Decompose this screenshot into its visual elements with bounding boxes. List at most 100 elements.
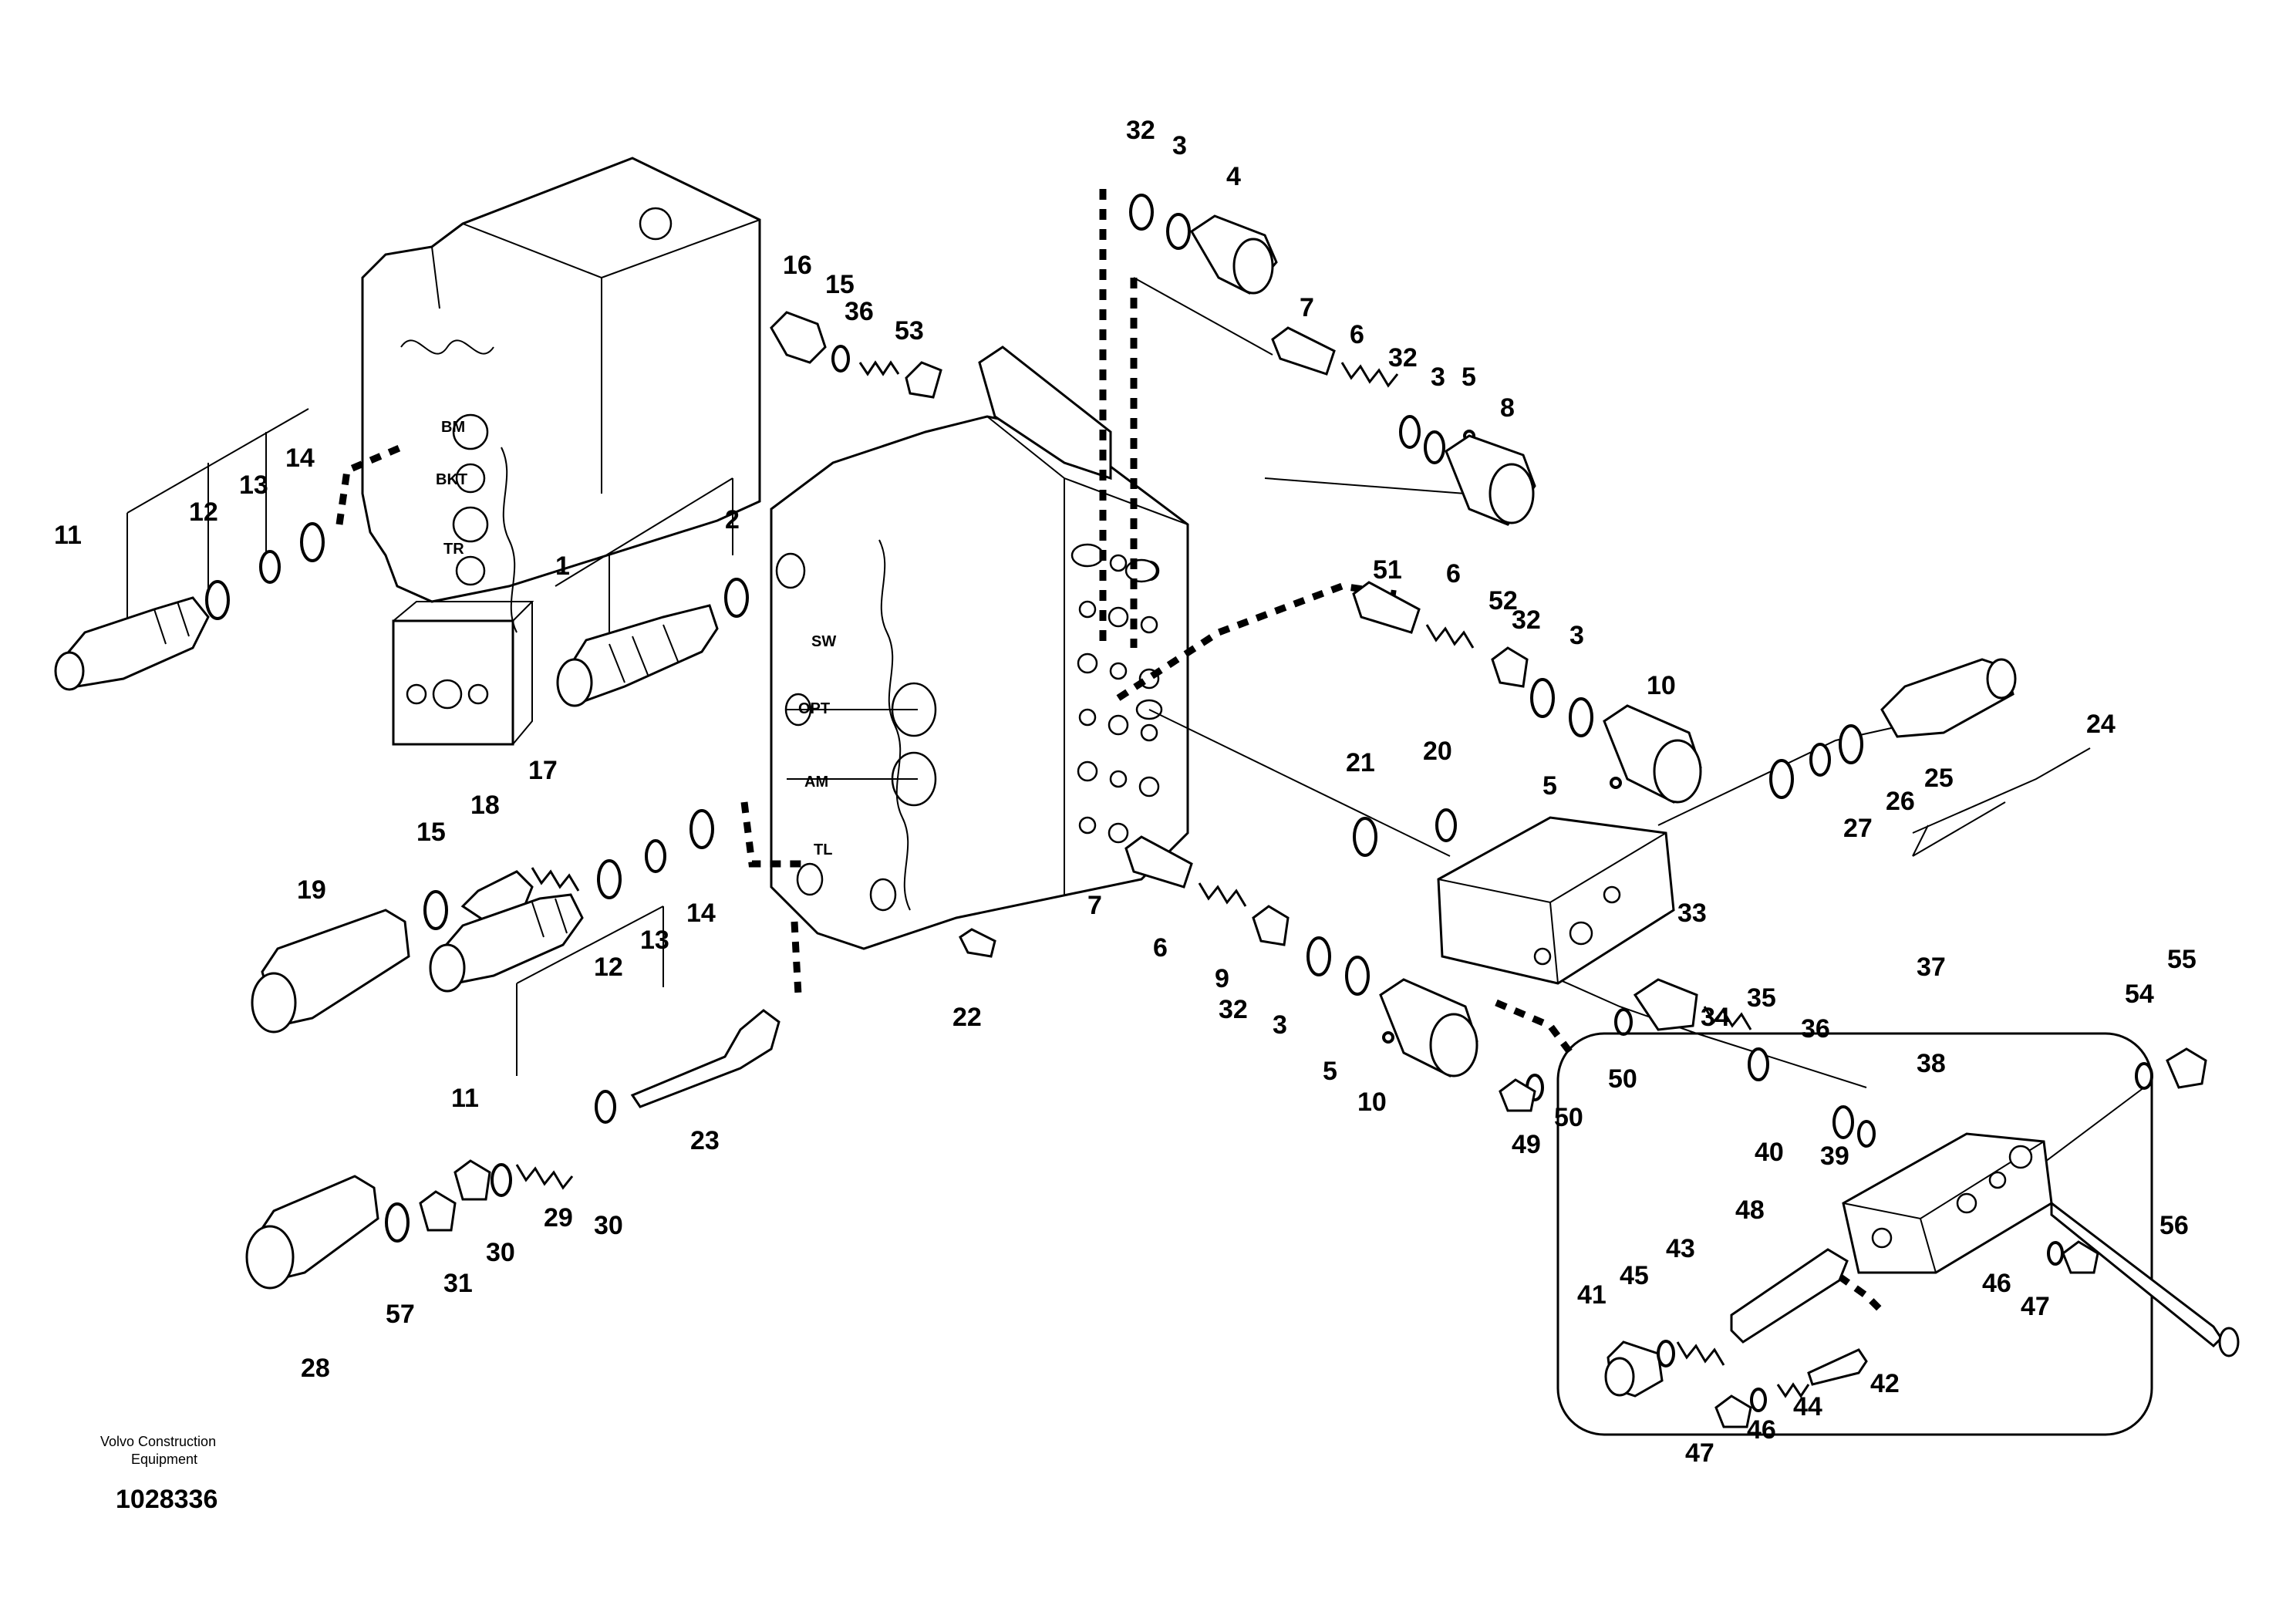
spring-6-mid <box>1425 624 1475 649</box>
callout-46-lower: 46 <box>1747 1415 1776 1445</box>
callout-50-lower: 50 <box>1554 1103 1583 1132</box>
front-valve-section <box>770 346 1189 950</box>
callout-34: 34 <box>1701 1003 1730 1032</box>
callout-53: 53 <box>895 316 924 346</box>
oring-40 <box>1832 1105 1854 1139</box>
callout-38: 38 <box>1917 1049 1946 1078</box>
callout-14-upper: 14 <box>285 443 315 473</box>
callout-8: 8 <box>1500 393 1515 423</box>
callout-13-lower: 13 <box>640 926 669 955</box>
backup-ring-13-upper <box>259 550 281 584</box>
callout-15-mid: 15 <box>416 818 446 847</box>
oring-2 <box>724 578 749 618</box>
group-37-frame <box>1556 1032 2153 1436</box>
callout-11-upper: 11 <box>54 521 82 550</box>
stamp-tr: TR <box>443 541 464 558</box>
callout-6-mid: 6 <box>1446 559 1461 588</box>
valve-block-38 <box>1842 1132 2053 1274</box>
callout-6-top: 6 <box>1350 320 1364 349</box>
valve-block-33 <box>1437 816 1675 985</box>
oring-32-top <box>1129 194 1154 231</box>
callout-12-upper: 12 <box>189 497 218 527</box>
drawing-number: 1028336 <box>116 1485 217 1514</box>
oring-57 <box>385 1202 410 1243</box>
bolt-56 <box>2050 1200 2223 1348</box>
plug-22 <box>959 928 996 958</box>
callout-43: 43 <box>1666 1234 1695 1263</box>
oring-15-mid <box>423 890 448 930</box>
callout-7-lower: 7 <box>1087 891 1102 920</box>
plug-41 <box>1604 1340 1664 1398</box>
callout-10-upper: 10 <box>1647 671 1676 700</box>
callout-5-top: 5 <box>1462 363 1476 392</box>
spring-seat-9 <box>1252 905 1290 946</box>
plug-16 <box>770 311 827 364</box>
ball-5-mid <box>1610 777 1622 789</box>
callout-36-top: 36 <box>845 297 874 326</box>
spring-44 <box>1776 1382 1810 1398</box>
cap-19 <box>251 909 410 1034</box>
seat-53 <box>905 361 942 399</box>
callout-50-upper: 50 <box>1608 1064 1637 1094</box>
callout-31: 31 <box>443 1269 473 1298</box>
spool-23 <box>630 1009 781 1108</box>
callout-56: 56 <box>2159 1211 2189 1240</box>
piston-34 <box>1633 978 1698 1031</box>
stamp-bm: BM <box>441 419 465 436</box>
spring-seat-31a <box>419 1190 457 1232</box>
callout-25: 25 <box>1924 764 1954 793</box>
callout-51: 51 <box>1373 555 1402 585</box>
leader-lines <box>126 277 2222 1343</box>
callout-6-lower: 6 <box>1153 933 1168 963</box>
callout-54: 54 <box>2125 980 2154 1009</box>
callout-55: 55 <box>2167 945 2197 974</box>
callout-30-lower: 30 <box>486 1238 515 1267</box>
poppet-7-lower <box>1124 835 1193 889</box>
callout-13-upper: 13 <box>239 470 268 500</box>
callout-22: 22 <box>952 1003 982 1032</box>
oring-46-lower <box>1750 1388 1767 1412</box>
spring-29 <box>515 1164 574 1190</box>
callout-41: 41 <box>1577 1280 1607 1310</box>
callout-44: 44 <box>1793 1392 1822 1421</box>
footer: Volvo Construction Equipment 1028336 <box>100 1434 217 1514</box>
callout-47-right: 47 <box>2021 1292 2050 1321</box>
callout-32-left: 32 <box>1219 995 1248 1024</box>
spring-seat-52 <box>1491 646 1529 688</box>
poppet-7-top <box>1271 326 1336 376</box>
plug-55 <box>2166 1047 2207 1089</box>
relief-valve-1 <box>556 604 719 707</box>
assembly-paths <box>335 189 1885 1314</box>
callout-37: 37 <box>1917 953 1946 982</box>
ball-5-lower <box>1382 1031 1394 1044</box>
plug-49 <box>1499 1078 1536 1112</box>
rear-valve-section <box>361 157 761 746</box>
backup-ring-3-lowerleft <box>1345 956 1370 996</box>
callout-26: 26 <box>1886 787 1915 816</box>
oring-12-upper <box>205 580 230 620</box>
oring-39 <box>1857 1120 1876 1148</box>
callout-17: 17 <box>528 756 558 785</box>
oring-15-top <box>831 345 850 373</box>
stamp-am: AM <box>804 774 828 791</box>
callout-12-lower: 12 <box>594 953 623 982</box>
washer-30-upper <box>595 1090 616 1124</box>
stamp-tl: TL <box>814 841 832 858</box>
callout-9: 9 <box>1215 964 1229 993</box>
oring-21 <box>1353 817 1377 857</box>
spring-35 <box>1703 1006 1752 1030</box>
callout-3-mid: 3 <box>1431 363 1445 392</box>
callout-4: 4 <box>1226 162 1241 191</box>
callout-35: 35 <box>1747 983 1776 1013</box>
oring-32-mid <box>1399 415 1421 449</box>
backup-ring-13-lower <box>645 839 666 873</box>
oring-12-lower <box>597 859 622 899</box>
oring-14-upper <box>300 522 325 562</box>
relief-valve-11-upper <box>54 596 210 691</box>
callout-29: 29 <box>544 1203 573 1233</box>
callout-24: 24 <box>2086 710 2116 739</box>
company-line-1: Volvo Construction <box>100 1434 216 1449</box>
callout-28: 28 <box>301 1354 330 1383</box>
oring-45 <box>1657 1340 1675 1367</box>
